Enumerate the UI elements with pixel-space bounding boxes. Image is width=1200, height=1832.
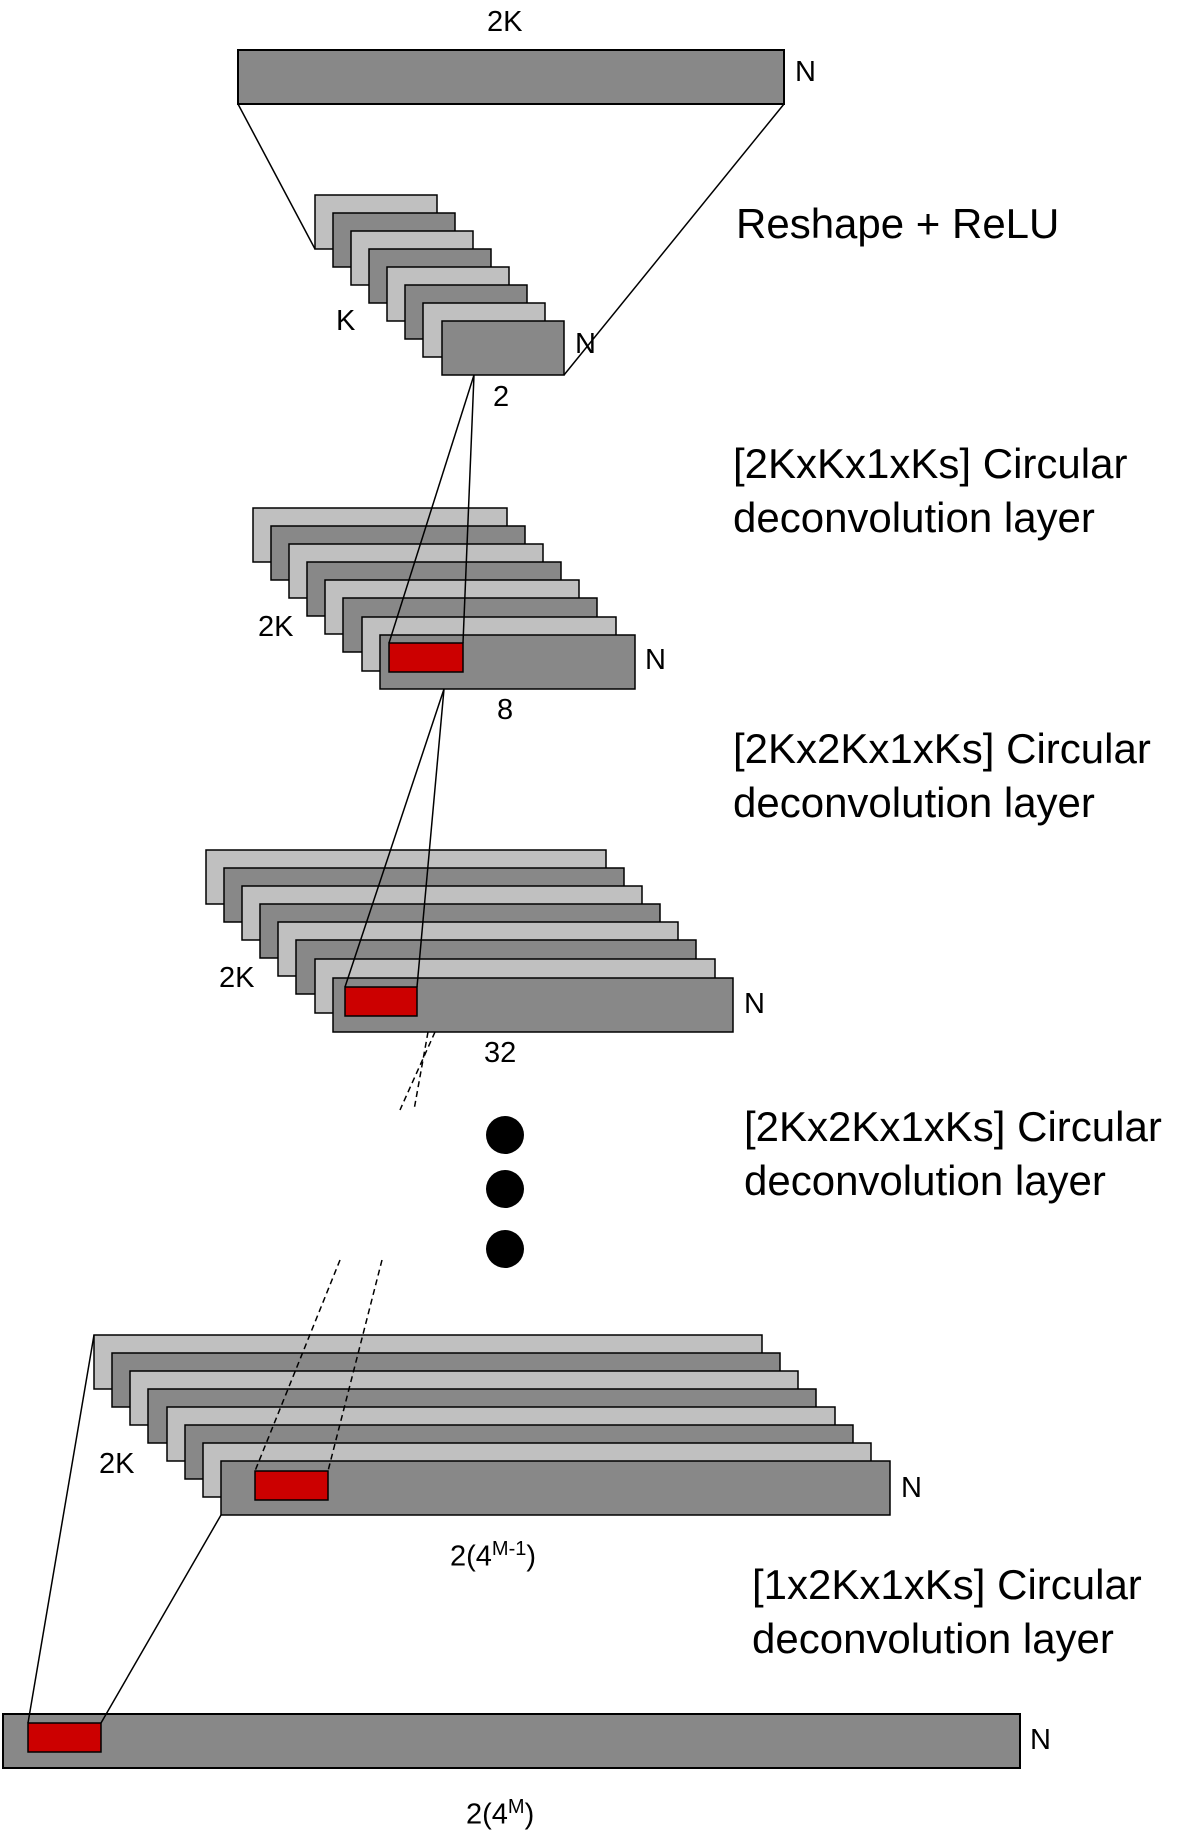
stage3-caption: [2Kx2Kx1xKs] Circular deconvolution laye… xyxy=(733,722,1151,830)
stage3-stack xyxy=(205,849,734,1033)
connector-line xyxy=(388,374,475,644)
ellipsis-dot xyxy=(486,1116,524,1154)
stage2-depth-label: 2K xyxy=(258,611,294,643)
output-block xyxy=(2,1713,1021,1769)
stage3-caption-line2: deconvolution layer xyxy=(733,779,1095,826)
stage4-slice xyxy=(220,1460,891,1516)
connector-lines xyxy=(27,103,785,1724)
stage4-caption-line1: [1x2Kx1xKs] Circular xyxy=(752,1561,1142,1608)
dashed-line xyxy=(254,1259,341,1472)
stage3-kernel xyxy=(344,986,418,1017)
dashed-line xyxy=(413,1031,429,1111)
output-height-label: N xyxy=(1030,1724,1051,1756)
top-block-height-label: N xyxy=(795,56,816,88)
connector-line xyxy=(27,1334,95,1724)
stage4-caption-line2: deconvolution layer xyxy=(752,1615,1114,1662)
dashed-line xyxy=(399,1031,436,1111)
output-kernel xyxy=(27,1722,102,1753)
stage2-kernel xyxy=(388,642,464,673)
stage3-caption-line1: [2Kx2Kx1xKs] Circular xyxy=(733,725,1151,772)
ellipsis-caption-line1: [2Kx2Kx1xKs] Circular xyxy=(744,1103,1162,1150)
stage1-slice xyxy=(441,320,565,376)
connector-line xyxy=(462,374,475,644)
stage4-height-label: N xyxy=(901,1472,922,1504)
top-block xyxy=(237,49,785,105)
stage2-caption-line1: [2KxKx1xKs] Circular xyxy=(733,440,1128,487)
connector-line xyxy=(344,688,445,988)
dashed-connector-lines xyxy=(254,1031,436,1472)
connector-line xyxy=(100,1514,222,1724)
stage2-height-label: N xyxy=(645,644,666,676)
top-block-width-label: 2K xyxy=(487,6,523,38)
ellipsis-caption-line2: deconvolution layer xyxy=(744,1157,1106,1204)
stage1-width-label: 2 xyxy=(493,381,510,413)
stage1-stack xyxy=(314,194,565,376)
dashed-line xyxy=(327,1259,383,1472)
stage4-stack xyxy=(93,1334,891,1516)
stage4-kernel xyxy=(254,1470,329,1501)
stage1-height-label: N xyxy=(575,328,596,360)
connector-line xyxy=(237,103,316,250)
stage4-width-label: 2(4M-1) xyxy=(450,1538,537,1573)
output-width-label: 2(4M) xyxy=(466,1796,535,1831)
stage1-caption: Reshape + ReLU xyxy=(736,200,1060,247)
stage3-height-label: N xyxy=(744,988,765,1020)
ellipsis-dot xyxy=(486,1230,524,1268)
stage4-depth-label: 2K xyxy=(99,1448,135,1480)
stage3-depth-label: 2K xyxy=(219,962,255,994)
stage3-width-label: 32 xyxy=(484,1037,517,1069)
stage2-caption: [2KxKx1xKs] Circular deconvolution layer xyxy=(733,437,1127,545)
stage4-caption: [1x2Kx1xKs] Circular deconvolution layer xyxy=(752,1558,1142,1666)
stage1-depth-label: K xyxy=(336,305,356,337)
ellipsis-caption: [2Kx2Kx1xKs] Circular deconvolution laye… xyxy=(744,1100,1162,1208)
ellipsis-dot xyxy=(486,1170,524,1208)
stage2-caption-line2: deconvolution layer xyxy=(733,494,1095,541)
stage2-width-label: 8 xyxy=(497,694,514,726)
connector-line xyxy=(563,103,785,376)
connector-line xyxy=(416,688,445,988)
stage2-stack xyxy=(252,507,636,690)
